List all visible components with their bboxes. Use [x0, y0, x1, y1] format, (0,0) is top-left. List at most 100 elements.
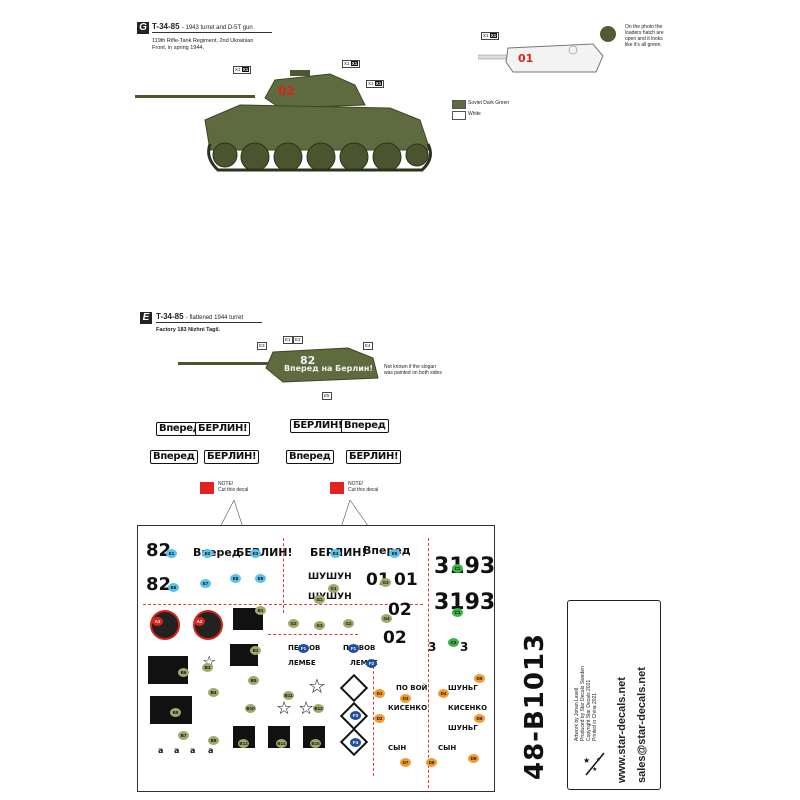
- code-b2: B2: [250, 646, 261, 655]
- code-e4: E4: [330, 549, 341, 558]
- tank-g-turret: [264, 73, 366, 109]
- decal-text-4: ЛЕМБЕ: [288, 659, 316, 667]
- code-g1: G1: [328, 584, 339, 593]
- decal-text-2: ШУШУН: [308, 592, 352, 602]
- decal-82-b: 82: [146, 574, 172, 595]
- legend-label-green: Soviet Dark Green: [468, 100, 510, 106]
- decal-text-13: СЫН: [438, 744, 457, 752]
- code-g4: G4: [381, 614, 392, 623]
- decal-02-b: 02: [383, 628, 407, 648]
- code-d4: D4: [438, 689, 449, 698]
- code-b6: B6: [178, 668, 189, 677]
- label-e2: E2: [293, 336, 303, 344]
- turret-g-number: 01: [518, 52, 534, 65]
- variant-e-subtitle: - flattened 1944 turret: [185, 315, 244, 321]
- legend-label-white: White: [468, 111, 481, 117]
- product-code: 48-B1013: [520, 632, 550, 780]
- small-a-1: а: [158, 746, 164, 755]
- legend-swatch-green: [452, 100, 466, 109]
- cut-note-left: NOTE!Cut this decal: [218, 481, 249, 493]
- slogan-left-top-b: БЕРЛИН!: [195, 422, 251, 436]
- decal-01-b: 01: [394, 570, 418, 590]
- code-d7: D7: [400, 758, 411, 767]
- code-c1: C1: [452, 564, 463, 573]
- email-link[interactable]: sales@star-decals.net: [636, 667, 648, 783]
- tank-g-number: 02: [278, 84, 295, 98]
- decal-slogan-4: Вперед: [363, 544, 411, 557]
- code-e8: E8: [230, 574, 241, 583]
- decal-text-12: СЫН: [388, 744, 407, 752]
- star-icon-4: ☆: [298, 698, 315, 719]
- code-f1: F1: [298, 644, 309, 653]
- code-b5: B5: [248, 676, 259, 685]
- code-d6: D6: [474, 714, 485, 723]
- code-g3: G3: [380, 578, 391, 587]
- code-e6: E6: [168, 583, 179, 592]
- label-e1: E1: [283, 336, 293, 344]
- code-c1-b: C1: [452, 608, 463, 617]
- code-e9: E9: [255, 574, 266, 583]
- label-e5: E5: [322, 392, 332, 400]
- slogan-right-bot-b: БЕРЛИН!: [346, 450, 402, 464]
- variant-g-line1: 119th Rifle-Tank Regiment, 2nd Ukrainian: [152, 38, 254, 44]
- code-f2: F2: [366, 659, 377, 668]
- code-g3-b: G3: [314, 621, 325, 630]
- variant-e-model: T-34-85: [156, 312, 184, 321]
- decal-slogan-1: Вперед: [193, 546, 241, 559]
- code-b1: B1: [255, 606, 266, 615]
- code-b14: B14: [276, 739, 287, 748]
- decal-text-6: ЛЕМБЕ: [350, 659, 378, 667]
- code-d3: D3: [400, 694, 411, 703]
- decal-3193-a: 3193: [434, 554, 496, 579]
- label-x1-d: X1 X1: [481, 32, 500, 40]
- warning-icon-right: [330, 482, 344, 494]
- decal-text-11: ПО ВОЙ: [396, 684, 428, 692]
- decal-sheet: 82 82 Вперед БЕРЛИН! БЕРЛИН! Вперед 3193…: [137, 525, 495, 792]
- diamond-f1: [339, 673, 369, 703]
- credit-printed: Printed in China 2021: [592, 692, 598, 741]
- decal-slogan-2: БЕРЛИН!: [236, 546, 293, 559]
- small-a-2: а: [174, 746, 180, 755]
- code-b13: B13: [238, 739, 249, 748]
- decal-text-5: ПЕРВОВ: [343, 644, 376, 652]
- legend-swatch-white: [452, 111, 466, 120]
- variant-e-factory: Factory 183 Nizhni Tagil.: [156, 327, 221, 333]
- decal-02-a: 02: [388, 600, 412, 620]
- code-b3: B3: [202, 663, 213, 672]
- code-b10: B10: [245, 704, 256, 713]
- tank-g-turret-top: [478, 43, 604, 73]
- decal-text-8: ШУНЬГ: [448, 684, 478, 692]
- code-e2: E2: [202, 549, 213, 558]
- variant-e-title: T-34-85 - flattened 1944 turret: [156, 312, 262, 323]
- code-b9: B9: [208, 736, 219, 745]
- tank-g-side-view: [135, 70, 432, 172]
- code-d5: D5: [474, 674, 485, 683]
- code-g2: G2: [288, 619, 299, 628]
- slogan-left-bot-a: Вперед: [150, 450, 198, 464]
- star-icon-3: ☆: [276, 698, 293, 719]
- hatch-detail-icon: [600, 26, 616, 42]
- code-b11: B11: [283, 691, 294, 700]
- code-d1: D1: [374, 689, 385, 698]
- slogan-right-top-a: БЕРЛИН!: [290, 419, 346, 433]
- slogan-left-bot-b: БЕРЛИН!: [204, 450, 260, 464]
- decal-text-9: ШУНЬГ: [448, 724, 478, 732]
- slogan-right-top-b: Вперед: [341, 419, 389, 433]
- code-g1-b: G1: [314, 595, 325, 604]
- code-d2: D2: [374, 714, 385, 723]
- decal-text-10: КИСЕНКО: [448, 704, 488, 712]
- code-b8: B8: [170, 708, 181, 717]
- code-d8: D8: [426, 758, 437, 767]
- credits: Artwork by Johan Lavell Produced by Star…: [574, 666, 598, 741]
- code-f3: F3: [350, 711, 361, 720]
- label-e3: E3: [257, 342, 267, 350]
- variant-g-subtitle: - 1943 turret and D-5T gun: [181, 25, 253, 31]
- star-decals-logo-icon: ★ ★ ★: [583, 752, 605, 776]
- code-e1: E1: [166, 549, 177, 558]
- decal-text-7: КИСЕНКО: [388, 704, 428, 712]
- website-link[interactable]: www.star-decals.net: [616, 677, 628, 783]
- tank-e-turret-side: [178, 347, 379, 383]
- variant-g-model: T-34-85: [152, 22, 180, 31]
